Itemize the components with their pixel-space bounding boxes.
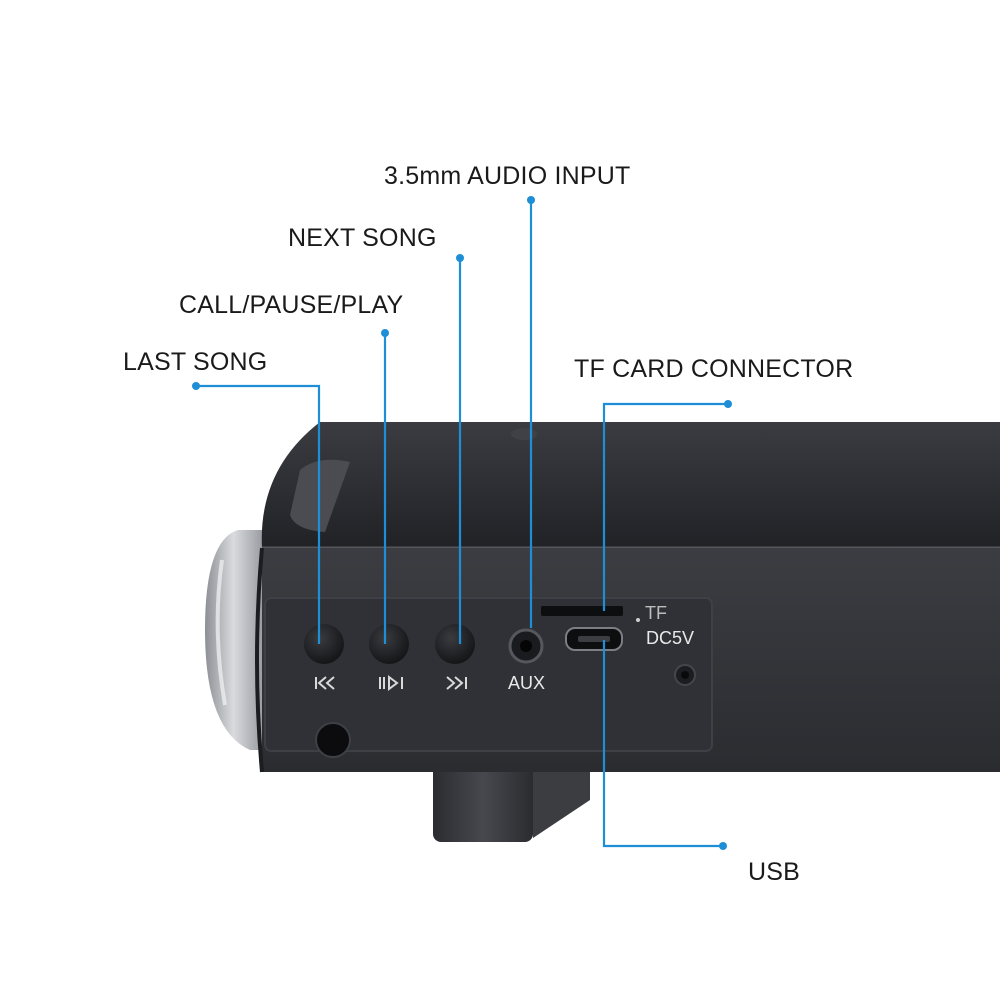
leader-tf-card — [602, 402, 728, 611]
aux-port-label: AUX — [508, 673, 546, 693]
leader-dots — [192, 196, 732, 850]
stand-foot — [433, 762, 533, 842]
next-song-button — [435, 624, 475, 664]
play-pause-icon — [379, 675, 403, 691]
last-song-icon — [315, 676, 335, 690]
tf-slot — [541, 606, 623, 616]
leader-last-song — [196, 384, 321, 644]
next-song-label: NEXT SONG — [288, 224, 437, 252]
call-pause-play-label: CALL/PAUSE/PLAY — [179, 291, 404, 319]
end-cap — [205, 530, 262, 750]
dc5v-port-label: DC5V — [646, 628, 695, 648]
last-song-button — [304, 624, 344, 664]
next-song-icon — [446, 676, 467, 690]
usb-label: USB — [748, 858, 801, 886]
leader-lines — [196, 200, 728, 848]
top-surface — [261, 422, 1000, 548]
round-port — [315, 722, 351, 758]
tf-card-label: TF CARD CONNECTOR — [574, 355, 854, 383]
audio-input-label: 3.5mm AUDIO INPUT — [384, 162, 631, 190]
tf-port-label: TF — [645, 603, 667, 623]
last-song-label: LAST SONG — [123, 348, 268, 376]
leader-usb — [602, 640, 723, 848]
call-pause-play-button — [369, 624, 409, 664]
